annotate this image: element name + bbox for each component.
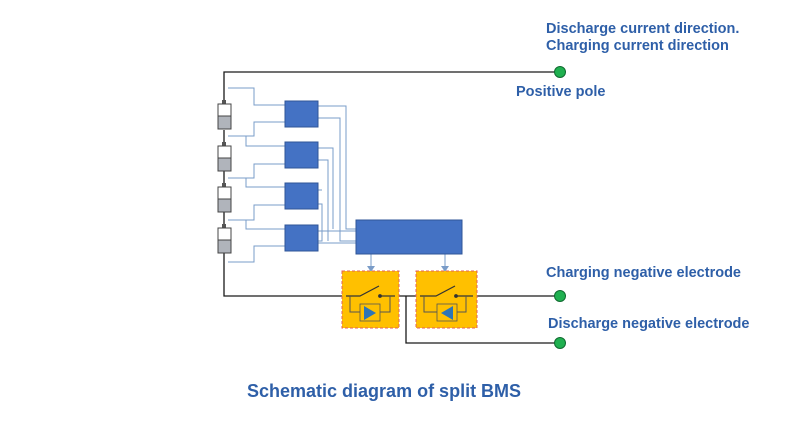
discharge-negative-wire: [405, 296, 558, 344]
battery-cell-icon: [217, 224, 232, 254]
acquisition-module: [284, 100, 319, 128]
diode-icon: [436, 303, 458, 322]
control-arrows: [367, 266, 449, 272]
acquisition-module: [284, 182, 319, 210]
switch-icon: [346, 285, 395, 313]
mos-switch-discharge: [415, 270, 478, 329]
acquisition-module: [284, 224, 319, 252]
charging-direction-label: Charging current direction: [546, 38, 729, 54]
terminal-icon: [554, 290, 566, 302]
mos-switch-charge: [341, 270, 400, 329]
bms-controller: [355, 219, 463, 255]
sense-wiring: [228, 87, 446, 270]
discharge-negative-label: Discharge negative electrode: [548, 316, 750, 332]
acquisition-modules: [284, 100, 319, 252]
diagram-title: Schematic diagram of split BMS: [247, 381, 522, 401]
discharge-direction-label: Discharge current direction.: [546, 21, 740, 37]
diode-icon: [359, 303, 381, 322]
terminal-icon: [554, 337, 566, 349]
terminal-icon: [554, 66, 566, 78]
acquisition-module: [284, 141, 319, 169]
battery-cell-icon: [217, 142, 232, 172]
positive-bus-wire: [223, 71, 558, 103]
battery-cell-icon: [217, 183, 232, 213]
terminals: [554, 66, 566, 349]
positive-pole-label: Positive pole: [516, 84, 606, 100]
charging-negative-label: Charging negative electrode: [546, 265, 741, 281]
battery-cells: [217, 100, 232, 254]
battery-cell-icon: [217, 100, 232, 130]
